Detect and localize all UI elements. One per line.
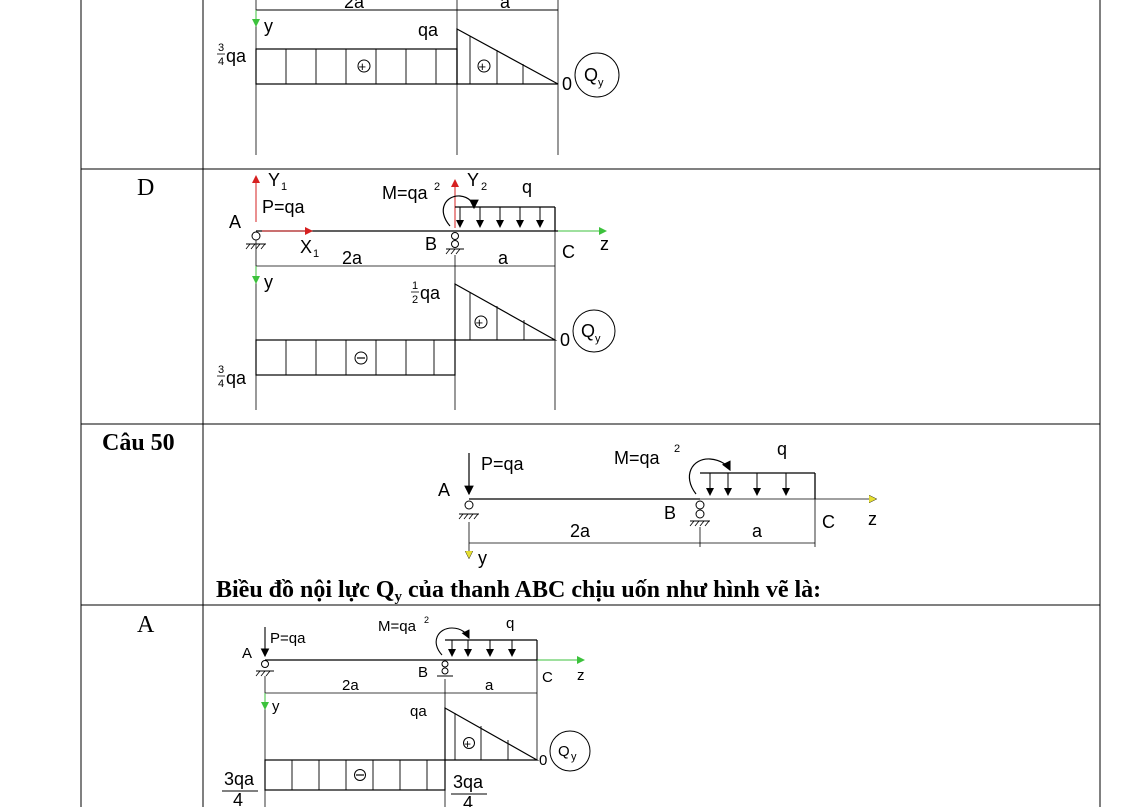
svg-text:q: q [506, 615, 514, 632]
svg-text:qa: qa [410, 703, 427, 720]
svg-text:2a: 2a [570, 521, 591, 541]
svg-text:B: B [425, 234, 437, 254]
svg-text:y: y [272, 698, 280, 715]
svg-text:y: y [478, 548, 487, 568]
svg-text:1: 1 [281, 181, 287, 193]
svg-text:0: 0 [562, 74, 572, 94]
svg-text:+: + [476, 315, 484, 330]
svg-text:a: a [498, 248, 509, 268]
svg-text:3qa: 3qa [453, 772, 484, 792]
row-label-question: Câu 50 [102, 430, 175, 456]
svg-text:A: A [438, 480, 450, 500]
svg-text:X: X [300, 237, 312, 257]
svg-text:C: C [542, 669, 553, 686]
row-label-a: A [137, 612, 155, 638]
svg-text:q: q [522, 177, 532, 197]
svg-text:3qa: 3qa [224, 769, 255, 789]
svg-text:B: B [664, 503, 676, 523]
table-grid [80, 0, 1101, 807]
svg-text:P=qa: P=qa [481, 454, 525, 474]
svg-text:M=qa: M=qa [382, 183, 429, 203]
svg-text:Q: Q [584, 65, 598, 85]
svg-text:a: a [485, 677, 494, 694]
svg-text:4: 4 [463, 793, 473, 807]
question-diagram: z P=qa A B M=qa 2 q [438, 439, 877, 568]
svg-text:B: B [418, 664, 428, 681]
svg-text:qa: qa [420, 283, 441, 303]
svg-text:4: 4 [218, 378, 224, 390]
svg-text:qa: qa [226, 46, 247, 66]
svg-text:qa: qa [418, 20, 439, 40]
svg-text:0: 0 [539, 752, 547, 769]
svg-text:a: a [752, 521, 763, 541]
svg-text:+: + [479, 59, 487, 74]
svg-text:y: y [595, 333, 601, 345]
svg-text:q: q [777, 439, 787, 459]
question-text: Biều đồ nội lực Qy của thanh ABC chịu uố… [216, 577, 821, 605]
svg-text:1: 1 [313, 248, 319, 260]
svg-text:2: 2 [674, 443, 680, 455]
diagram-option-c: 2a a y qa 3 4 qa + + 0 Q y [217, 0, 620, 155]
svg-text:P=qa: P=qa [262, 197, 306, 217]
svg-text:a: a [500, 0, 511, 12]
svg-text:P=qa: P=qa [270, 630, 306, 647]
svg-text:z: z [600, 234, 609, 254]
diagram-option-a: z P=qa A B M=qa 2 q C 2a a y [222, 615, 591, 807]
svg-text:y: y [598, 77, 604, 89]
svg-text:2a: 2a [344, 0, 365, 12]
svg-text:Q: Q [581, 321, 595, 341]
svg-text:z: z [868, 509, 877, 529]
svg-text:A: A [229, 212, 241, 232]
svg-text:4: 4 [233, 790, 243, 807]
svg-text:3: 3 [218, 42, 224, 54]
row-label-d: D [137, 175, 154, 201]
svg-text:2: 2 [434, 181, 440, 193]
svg-text:Q: Q [558, 743, 570, 760]
svg-text:z: z [577, 667, 585, 684]
svg-text:M=qa: M=qa [614, 448, 661, 468]
svg-text:M=qa: M=qa [378, 618, 417, 635]
svg-text:3: 3 [218, 364, 224, 376]
svg-text:qa: qa [226, 368, 247, 388]
svg-text:1: 1 [412, 280, 418, 292]
svg-text:+: + [464, 737, 471, 751]
svg-text:2a: 2a [342, 248, 363, 268]
diagram-option-d: z Y 1 P=qa X 1 A B Y 2 M=qa 2 [217, 170, 616, 410]
svg-text:2: 2 [424, 615, 429, 625]
svg-text:A: A [242, 645, 252, 662]
svg-text:+: + [359, 59, 367, 74]
svg-text:y: y [264, 272, 273, 292]
svg-text:0: 0 [560, 330, 570, 350]
svg-text:y: y [571, 751, 577, 763]
svg-text:Y: Y [268, 170, 280, 190]
svg-text:C: C [822, 512, 835, 532]
svg-text:2: 2 [412, 294, 418, 306]
svg-text:4: 4 [218, 56, 224, 68]
svg-text:2a: 2a [342, 677, 359, 694]
svg-text:C: C [562, 242, 575, 262]
svg-text:2: 2 [481, 181, 487, 193]
svg-text:Y: Y [467, 170, 479, 190]
svg-text:y: y [264, 16, 273, 36]
